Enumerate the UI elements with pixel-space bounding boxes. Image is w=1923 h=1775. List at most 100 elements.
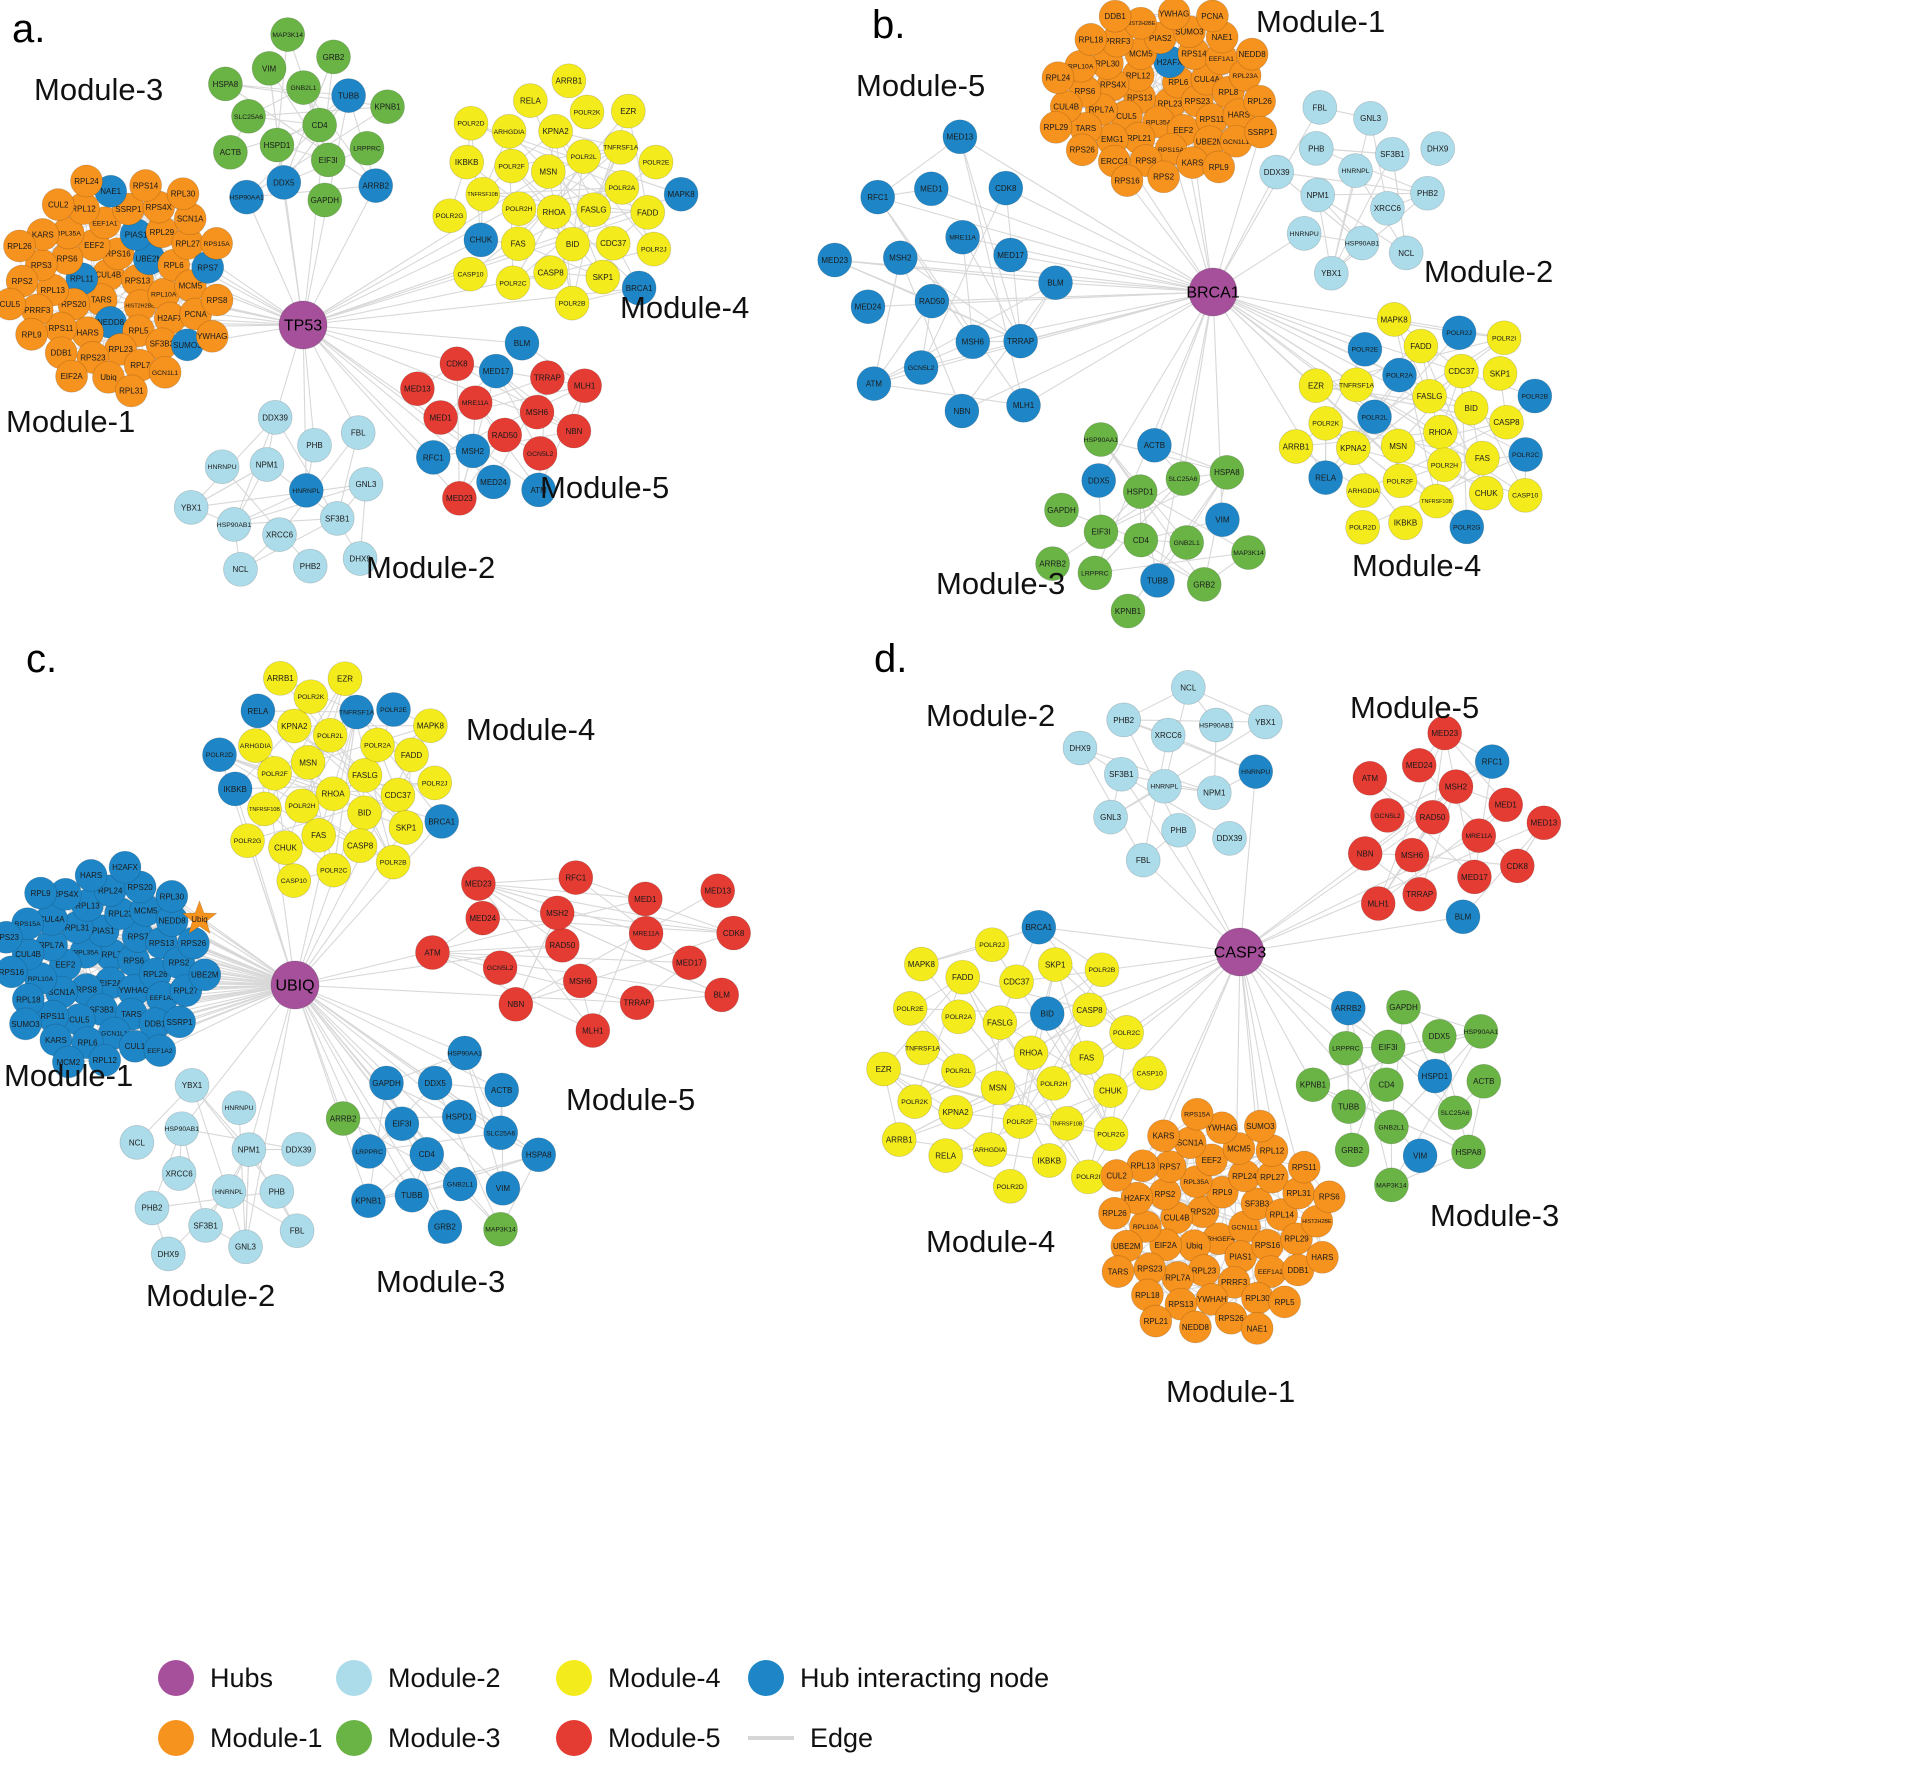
node-ARHGDIA (972, 1132, 1008, 1167)
node-RPS15A (200, 227, 233, 260)
node-label: VIM (496, 1184, 511, 1193)
node-GAPDH (1386, 989, 1421, 1025)
module-label: Module-3 (376, 1264, 505, 1299)
node-NEDD8 (1179, 1310, 1212, 1344)
node-label: EMG1 (1101, 135, 1124, 144)
node-GRB2 (1186, 567, 1222, 602)
node-label: HNRNPL (215, 1189, 243, 1196)
node-label: RPL10A (151, 292, 177, 299)
node-HNRNPU (1286, 216, 1322, 251)
node-POLR2G (230, 823, 265, 859)
node-label: RPS13 (149, 939, 175, 948)
node-EIF2A (55, 359, 88, 393)
node-label: FADD (1410, 342, 1432, 351)
node-ATM (856, 366, 892, 401)
node-label: EIF2A (1155, 1241, 1178, 1250)
node-label: ATM (1362, 774, 1379, 783)
node-label: HSPD1 (1127, 488, 1154, 497)
node-MED13 (942, 119, 978, 155)
module-label: Module-1 (1166, 1374, 1295, 1409)
node-label: EEF1A1 (1209, 56, 1235, 63)
node-label: HIST2H2BE (1126, 21, 1156, 27)
node-label: POLR2D (457, 121, 484, 128)
node-RPL31 (115, 374, 148, 408)
node-POLR2L (312, 717, 348, 753)
node-TUBB (394, 1177, 430, 1213)
module-label: Module-2 (146, 1278, 275, 1313)
node-MAPK8 (1376, 302, 1412, 337)
node-BLM (1445, 899, 1481, 935)
node-HSPA8 (1451, 1134, 1486, 1170)
module-label: Module-2 (926, 698, 1055, 733)
node-label: RPS11 (49, 324, 74, 333)
node-label: RPL35A (56, 230, 82, 237)
node-XRCC6 (262, 517, 297, 552)
node-label: BLM (1047, 279, 1064, 288)
node-label: TARS (1076, 124, 1097, 133)
panel-b: RPL23RPS13RPL6RPL35ARPL12RPS23CUL5H2AFXE… (817, 0, 1553, 629)
node-ACTB (484, 1072, 520, 1108)
node-VIM (251, 51, 287, 86)
node-label: RPS6 (57, 254, 78, 263)
node-label: BID (566, 240, 580, 249)
node-label: DDX39 (262, 413, 288, 422)
node-EIF2A (1149, 1228, 1183, 1262)
node-label: RPS2 (1153, 173, 1174, 182)
node-CD4 (1369, 1067, 1404, 1103)
node-SUMO3 (1243, 1109, 1277, 1143)
node-label: SUMO3 (173, 341, 202, 350)
node-MSH6 (519, 394, 555, 430)
node-POLR2L (941, 1053, 976, 1089)
node-CASP8 (342, 828, 378, 864)
node-label: EIF3I (1091, 528, 1110, 537)
node-MSN (530, 154, 566, 189)
node-SF3B1 (188, 1208, 223, 1243)
node-SKP1 (585, 259, 621, 295)
node-label: RPL6 (1168, 78, 1189, 87)
node-label: BID (358, 809, 372, 818)
node-NCL (1170, 670, 1206, 705)
node-label: RAD50 (549, 941, 575, 950)
node-MED23 (461, 866, 496, 901)
node-label: ACTB (491, 1086, 512, 1095)
node-label: FASLG (352, 771, 378, 780)
node-label: SF3B3 (1245, 1200, 1270, 1209)
node-label: NBN (565, 427, 582, 436)
node-MSH6 (955, 324, 991, 360)
node-label: RPS13 (1127, 94, 1153, 103)
node-label: TNFRSF1A (905, 1045, 941, 1052)
node-POLR2B (1517, 378, 1553, 414)
node-VIM (1402, 1138, 1438, 1174)
node-label: HSP90AB1 (1345, 240, 1380, 247)
node-label: MSN (1389, 442, 1407, 451)
node-label: RPS16 (0, 968, 25, 977)
node-label: CD4 (312, 121, 329, 130)
node-label: RPL6 (77, 1039, 98, 1048)
node-label: MED1 (429, 413, 452, 422)
node-label: TRRAP (534, 374, 561, 383)
node-label: PHB2 (300, 562, 321, 571)
node-label: SSRP1 (115, 205, 142, 214)
node-POLR2A (1382, 357, 1417, 393)
node-POLR2K (569, 94, 605, 130)
node-ARRB1 (551, 63, 587, 99)
node-HSPD1 (259, 127, 295, 163)
node-label: YWHAG (119, 986, 149, 995)
node-RPL26 (3, 229, 36, 263)
node-label: RPL12 (92, 1056, 117, 1065)
node-DDX5 (1081, 463, 1117, 498)
node-label: DHX9 (158, 1250, 180, 1259)
node-label: ARRB2 (1335, 1004, 1362, 1013)
node-MED24 (1401, 747, 1437, 783)
node-label: NPM1 (1307, 191, 1330, 200)
node-label: POLR2B (380, 860, 407, 867)
node-DHX9 (1062, 730, 1098, 766)
node-label: HSPD1 (264, 141, 291, 150)
node-label: RPL26 (143, 970, 168, 979)
node-label: PRRF3 (24, 306, 51, 315)
node-label: LRPPRC (355, 1149, 383, 1156)
node-KPNA2 (276, 708, 312, 744)
panel-letter: a. (12, 7, 45, 51)
node-label: RPL18 (1135, 1291, 1160, 1300)
node-label: RPL30 (171, 190, 196, 199)
